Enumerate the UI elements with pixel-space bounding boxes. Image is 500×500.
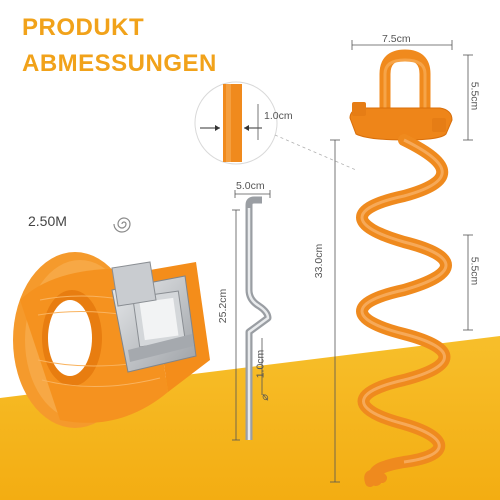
label-loop-width: 7.5cm <box>382 33 411 45</box>
ground-anchor <box>349 49 453 487</box>
dim-total-length <box>330 139 340 483</box>
heading-line-2: ABMESSUNGEN <box>22 50 217 77</box>
dim-spiral-pitch <box>463 234 473 331</box>
dim-peg-width <box>234 190 271 198</box>
label-spiral-pitch: 5.5cm <box>468 256 481 286</box>
heading-line-1: PRODUKT <box>22 14 145 41</box>
dim-loop-height <box>463 54 473 141</box>
label-peg-width: 5.0cm <box>236 180 265 192</box>
label-peg-diameter: 1.0cm <box>254 349 267 379</box>
rod-detail-bubble <box>194 81 357 171</box>
dim-peg-length <box>232 209 240 441</box>
strap-length-label: 2.50M <box>28 213 67 229</box>
label-loop-height: 5.5cm <box>468 81 481 111</box>
label-peg-length: 25.2cm <box>217 288 230 324</box>
label-rod-thickness: 1.0cm <box>264 110 293 122</box>
dim-loop-width <box>351 40 453 50</box>
label-total-length: 33.0cm <box>313 243 326 279</box>
spiral-roll-icon <box>113 217 131 233</box>
peg-diameter-symbol: ⌀ <box>259 394 272 402</box>
ratchet-strap <box>13 252 210 428</box>
metal-peg <box>245 196 272 440</box>
